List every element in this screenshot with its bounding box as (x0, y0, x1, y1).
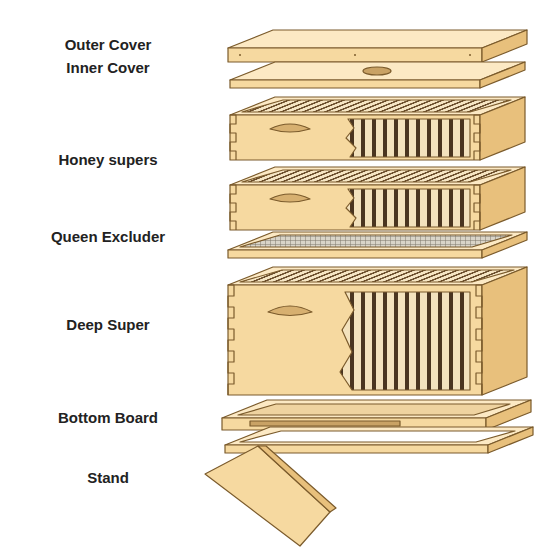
outer-cover (228, 30, 527, 62)
hive-stand-shape (225, 427, 533, 445)
hive-stand-shape (205, 446, 330, 546)
deep-super-shape (340, 292, 470, 390)
queen-excluder-shape (240, 235, 512, 247)
honey-super-shape (230, 185, 236, 230)
honey-super-shape (230, 115, 480, 160)
queen-excluder-shape (228, 232, 527, 250)
part-name: Stand (87, 469, 129, 487)
bottom-board-shape (486, 400, 531, 430)
outer-cover-shape (228, 48, 482, 62)
honey-super-shape (242, 100, 511, 112)
outer-cover-shape (469, 54, 471, 56)
honey-super-shape (230, 185, 480, 230)
outer-cover-shape (228, 30, 527, 48)
bottom-board-shape (250, 421, 400, 426)
part-name: Inner Cover (66, 59, 149, 77)
deep-super-shape (482, 267, 527, 395)
honey-super-shape (346, 119, 470, 157)
honey-super-shape (242, 170, 511, 182)
honey-super-shape (474, 115, 480, 160)
part-name: Deep Super (66, 316, 149, 334)
honey-super-shape (480, 97, 525, 160)
honey-super-shape (474, 185, 480, 230)
inner-cover (230, 62, 525, 88)
deep-super-shape (268, 306, 312, 316)
bottom-board-shape (222, 400, 531, 418)
inner-cover-shape (363, 67, 391, 75)
deep-super-shape (240, 270, 514, 282)
inner-cover-shape (230, 62, 525, 80)
honey-super-shape (480, 167, 525, 230)
outer-cover-shape (239, 54, 241, 56)
deep-super-shape (228, 267, 527, 285)
bottom-board-shape (238, 404, 510, 415)
deep-super-shape (476, 285, 482, 395)
inner-cover-shape (230, 80, 480, 88)
outer-cover-shape (354, 54, 356, 56)
queen-excluder-shape (228, 250, 482, 258)
part-name: Queen Excluder (51, 228, 165, 246)
part-name: Bottom Board (58, 409, 158, 427)
bottom-board (222, 400, 531, 430)
hive-stand-shape (258, 446, 336, 512)
part-name: Honey supers (58, 151, 157, 169)
queen-excluder (228, 232, 527, 258)
queen-excluder-shape (482, 232, 527, 258)
honey-super (230, 97, 525, 160)
honey-super-shape (270, 124, 310, 132)
honey-super-shape (270, 194, 310, 202)
part-name: Outer Cover (65, 36, 152, 54)
hive-part-shape (205, 30, 533, 546)
hive-stand-shape (488, 427, 533, 453)
hive-stand (205, 427, 533, 546)
outer-cover-shape (482, 30, 527, 62)
honey-super (230, 167, 525, 230)
honey-super-shape (346, 189, 470, 227)
honey-super-shape (230, 97, 525, 115)
honey-super-shape (230, 167, 525, 185)
hive-stand-shape (240, 431, 515, 442)
inner-cover-shape (480, 62, 525, 88)
honey-super-shape (230, 115, 236, 160)
deep-super (228, 267, 527, 395)
deep-super-shape (228, 285, 234, 395)
deep-super-shape (228, 285, 482, 395)
